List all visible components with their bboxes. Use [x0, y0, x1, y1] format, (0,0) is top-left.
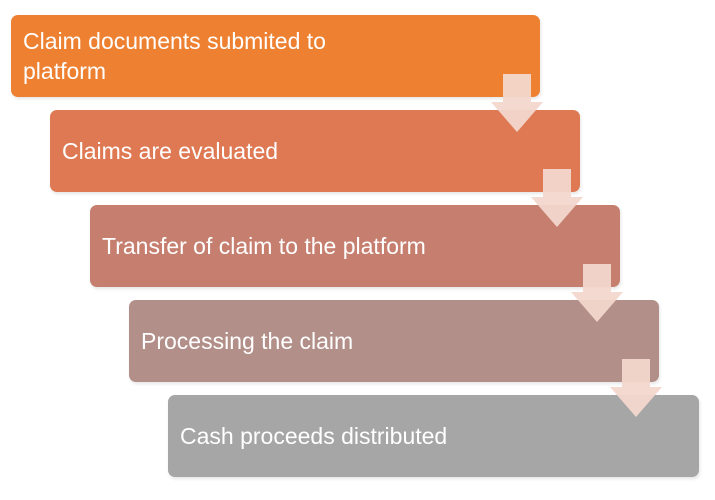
step-4-label: Processing the claim [141, 328, 354, 354]
step-2-label: Claims are evaluated [62, 138, 279, 164]
step-5-box: Cash proceeds distributed [168, 395, 699, 477]
step-2-box: Claims are evaluated [50, 110, 580, 192]
step-1-label: Claim documents submited to platform [23, 28, 326, 84]
down-arrow-2-icon [531, 169, 583, 227]
step-3-box: Transfer of claim to the platform [90, 205, 620, 287]
down-arrow-3-icon [571, 264, 623, 322]
down-arrow-1-icon [491, 74, 543, 132]
down-arrow-4-icon [610, 359, 662, 417]
step-1-box: Claim documents submited to platform [11, 15, 540, 97]
step-3-label: Transfer of claim to the platform [102, 233, 426, 259]
step-4-box: Processing the claim [129, 300, 659, 382]
step-5-label: Cash proceeds distributed [180, 423, 448, 449]
